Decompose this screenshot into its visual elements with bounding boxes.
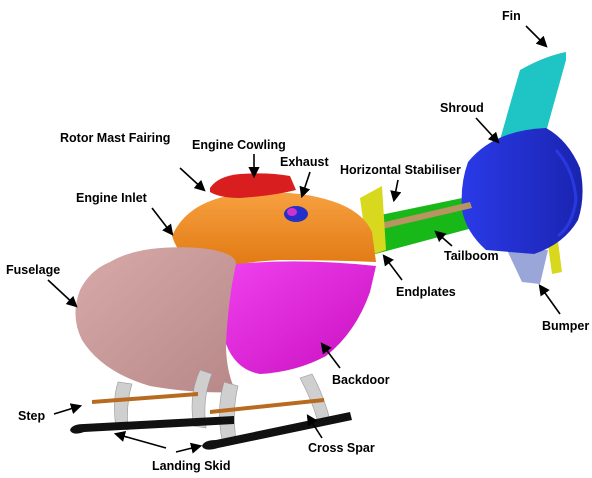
shroud-part bbox=[462, 128, 583, 254]
label-cross-spar: Cross Spar bbox=[308, 442, 375, 455]
label-engine-inlet: Engine Inlet bbox=[76, 192, 147, 205]
label-fuselage: Fuselage bbox=[6, 264, 60, 277]
label-bumper: Bumper bbox=[542, 320, 589, 333]
label-backdoor: Backdoor bbox=[332, 374, 390, 387]
backdoor-part bbox=[225, 261, 376, 374]
label-exhaust: Exhaust bbox=[280, 156, 329, 169]
label-rotor-mast-fairing: Rotor Mast Fairing bbox=[60, 132, 170, 145]
fin-part bbox=[500, 52, 566, 140]
label-landing-skid: Landing Skid bbox=[152, 460, 230, 473]
label-tailboom: Tailboom bbox=[444, 250, 499, 263]
label-horizontal-stabiliser: Horizontal Stabiliser bbox=[340, 164, 461, 177]
skid-leg bbox=[300, 374, 330, 422]
label-step: Step bbox=[18, 410, 45, 423]
label-endplates: Endplates bbox=[396, 286, 456, 299]
label-fin: Fin bbox=[502, 10, 521, 23]
cross-spar-part bbox=[92, 392, 198, 404]
landing-skid-part bbox=[70, 416, 234, 434]
label-shroud: Shroud bbox=[440, 102, 484, 115]
label-engine-cowling: Engine Cowling bbox=[192, 139, 286, 152]
fuselage-part bbox=[75, 247, 236, 392]
